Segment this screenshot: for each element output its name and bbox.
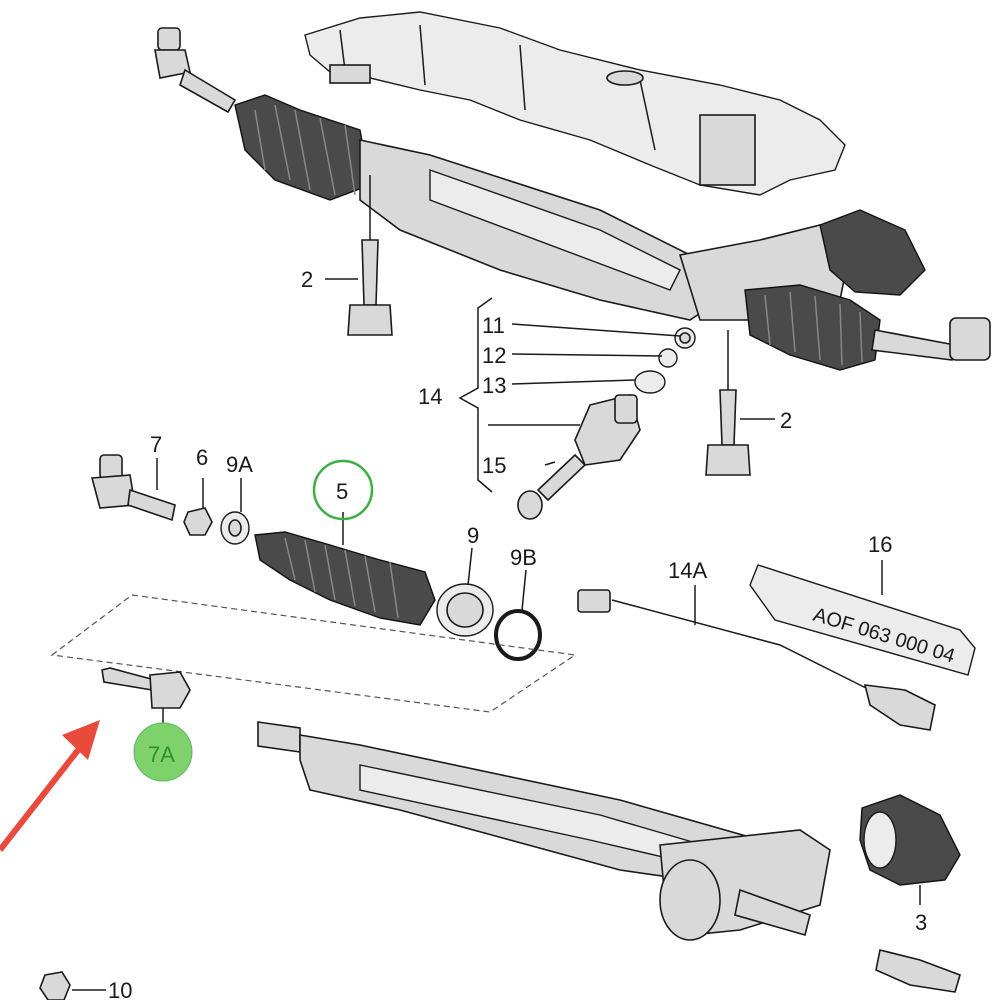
label-14a: 14A [668,558,707,583]
sensor-14 [574,394,641,466]
label-13: 13 [482,373,506,398]
bellows-5 [254,531,436,626]
label-7: 7 [150,432,162,457]
label-7a: 7A [148,742,175,767]
o-ring-9b [494,609,542,661]
label-9: 9 [467,523,479,548]
seal-ring-13 [634,370,666,394]
seal-ring-12 [658,348,678,368]
heat-shield [304,11,846,196]
label-10: 10 [108,978,132,1000]
label-9b: 9B [510,545,537,570]
nut-10 [39,971,106,1000]
label-15: 15 [482,453,506,478]
dust-boot-3 [859,794,961,905]
label-2-top: 2 [301,267,313,292]
tie-rod-end-7 [90,454,176,522]
label-16: 16 [868,532,892,557]
tie-rod-bottom-right [875,949,961,993]
highlight-circle-7a [133,722,193,782]
clamp-9a [220,511,250,545]
label-5: 5 [336,479,348,504]
nut-6 [183,507,213,536]
steering-rack-top [154,27,991,371]
label-9a: 9A [226,452,253,477]
label-6: 6 [196,445,208,470]
bolt-left [347,175,393,336]
dashed-callout [50,594,577,713]
clamp-9 [436,583,494,637]
bolt-15 [517,453,587,520]
label-14: 14 [418,384,442,409]
highlight-circle-5 [312,459,374,521]
label-12: 12 [482,343,506,368]
label-11: 11 [482,313,505,338]
label-3: 3 [915,910,927,935]
red-arrow-icon [0,720,100,852]
sensor-cable-14a [577,589,936,731]
inner-tie-rod-7a [101,667,191,730]
bolt-right [705,330,751,476]
steering-rack-bottom [257,721,831,941]
seal-ring-11 [674,327,696,349]
label-2-right: 2 [780,408,792,433]
grease-tube-16: AOF 063 000 04 [749,564,976,676]
